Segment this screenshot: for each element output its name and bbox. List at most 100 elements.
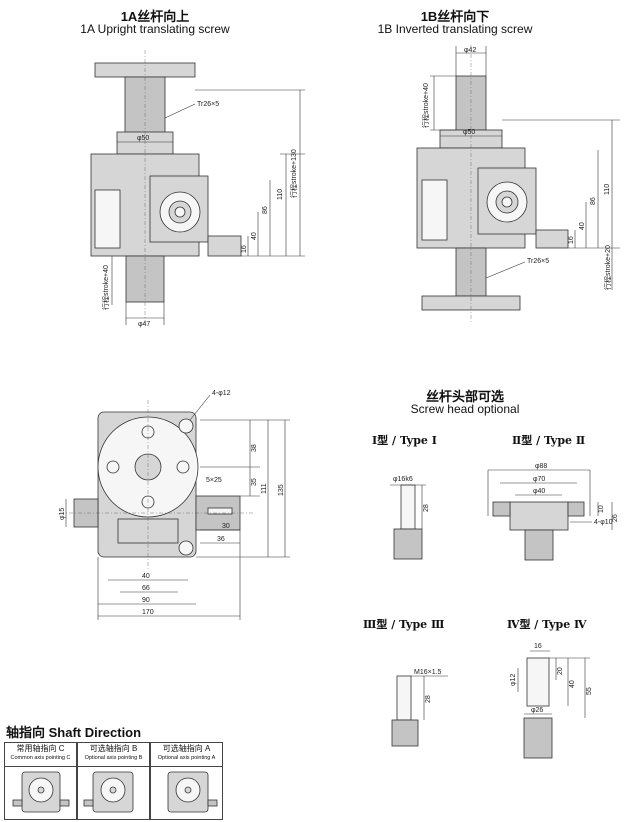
plan-shaft-left [73, 498, 99, 528]
dim-plan-key: 5×25 [206, 477, 222, 484]
type-3-thread [396, 675, 412, 721]
plan-keyway [207, 507, 233, 515]
type-2-hub [509, 501, 569, 531]
type-3-label: Ⅲ型 / Type Ⅲ [363, 618, 445, 631]
upright-worm-shaft [174, 206, 186, 218]
screw-head-title: 丝杆头部可选 [425, 389, 504, 404]
type-4-drawing: 16 φ12 20 40 55 φ26 [510, 643, 593, 759]
shaft-direction-b-icon [83, 771, 134, 813]
dim-plan-30: 30 [222, 523, 230, 530]
dim-inverted-thread: Tr26×5 [527, 258, 549, 265]
dim-inverted-stroke20: 行程stroke+20 [603, 245, 612, 290]
dim-type3-m16: M16×1.5 [414, 669, 442, 676]
dim-type4-d12: φ12 [510, 674, 517, 686]
shaft-direction-a-cn: 可选轴指向 A [162, 744, 211, 753]
dim-type4-55: 55 [586, 687, 593, 695]
dim-type4-d26: φ26 [531, 707, 543, 714]
plan-hole-left [106, 460, 120, 474]
shaft-direction-b-en: Optional axis pointing B [84, 755, 143, 761]
shaft-direction-c: 常用轴指向 C Common axis pointing C [4, 742, 77, 820]
inverted-worm-shaft [501, 196, 513, 208]
dim-inverted-stroke40: 行程stroke+40 [421, 83, 430, 128]
dim-type2-d88: φ88 [535, 463, 547, 470]
upright-housing-side [94, 189, 121, 249]
dim-type4-20: 20 [557, 667, 564, 675]
dim-plan-40: 40 [142, 573, 150, 580]
dim-upright-110: 110 [277, 189, 284, 200]
dim-type1-d16: φ16k6 [393, 476, 413, 483]
dim-inverted-40: 40 [579, 222, 586, 230]
shaft-direction-a: 可选轴指向 A Optional axis pointing A [150, 742, 223, 820]
dim-type2-holes: 4-φ10 [594, 519, 613, 526]
dim-plan-135: 135 [278, 484, 285, 496]
dim-type1-28: 28 [423, 504, 430, 512]
dim-type2-d70: φ70 [533, 476, 545, 483]
screw-head-subtitle: Screw head optional [410, 402, 520, 416]
inverted-housing-side [421, 179, 448, 241]
dim-type4-40: 40 [569, 680, 576, 688]
dim-plan-35: 35 [251, 478, 258, 486]
shaft-direction-c-cn: 常用轴指向 C [16, 744, 65, 753]
shaft-direction-b-cn: 可选轴指向 B [89, 744, 138, 753]
dim-plan-66: 66 [142, 585, 150, 592]
plan-hole-right [176, 460, 190, 474]
dim-upright-16: 16 [241, 245, 248, 253]
type-1-drawing: φ16k6 28 [390, 476, 430, 560]
dim-type2-26: 26 [612, 514, 619, 522]
type-3-drawing: M16×1.5 28 [391, 669, 448, 747]
upright-subtitle: 1A Upright translating screw [80, 22, 230, 36]
inverted-view: 行程stroke+40 φ42 φ50 110 86 40 16 Tr26×5 … [416, 45, 620, 322]
dim-upright-d50: φ50 [137, 135, 149, 142]
dim-upright-stroke130: 行程stroke+130 [289, 149, 298, 198]
type-3-screw [391, 719, 419, 747]
dim-plan-111: 111 [261, 483, 268, 494]
inverted-subtitle: 1B Inverted translating screw [377, 22, 533, 36]
shaft-direction-c-en: Common axis pointing C [10, 755, 71, 761]
shaft-direction-a-icon [167, 771, 218, 813]
upright-foot-right [207, 235, 242, 257]
type-4-head [526, 657, 550, 707]
inverted-foot-right [535, 229, 569, 249]
type-2-screw [524, 529, 554, 561]
dim-upright-40: 40 [251, 232, 258, 240]
dim-plan-90: 90 [142, 597, 150, 604]
shaft-direction-a-en: Optional axis pointing A [157, 755, 216, 761]
upright-view: Tr26×5 φ50 行程stroke+130 110 86 40 16 行程s… [90, 50, 305, 328]
dim-upright-thread: Tr26×5 [197, 101, 219, 108]
shaft-direction-b: 可选轴指向 B Optional axis pointing B [77, 742, 150, 820]
dim-inverted-86: 86 [590, 197, 597, 205]
dim-type4-16: 16 [534, 643, 542, 650]
shaft-direction-c-icon [12, 771, 70, 813]
type-1-pin [400, 484, 416, 530]
dim-plan-shaft: φ15 [59, 508, 66, 520]
dim-plan-36: 36 [217, 536, 225, 543]
type-4-label: Ⅳ型 / Type Ⅳ [507, 618, 587, 631]
shaft-direction-title: 轴指向 Shaft Direction [6, 725, 142, 740]
type-2-label: Ⅱ型 / Type Ⅱ [512, 434, 586, 447]
plan-mount-hole-tr [178, 418, 194, 434]
dim-plan-38: 38 [251, 444, 258, 452]
dim-inverted-16: 16 [568, 236, 575, 244]
dim-type2-d40: φ40 [533, 488, 545, 495]
type-1-label: Ⅰ型 / Type Ⅰ [372, 434, 437, 447]
dim-inverted-d50: φ50 [463, 129, 475, 136]
type-1-screw [393, 528, 423, 560]
upright-title: 1A丝杆向上 [120, 9, 190, 24]
plan-mount-hole-br [178, 540, 194, 556]
type-2-flange-right [567, 501, 585, 517]
plan-worm-body [117, 518, 179, 544]
dim-inverted-d42: φ42 [464, 47, 476, 54]
type-2-flange-left [492, 501, 511, 517]
type-4-screw [523, 717, 553, 759]
plan-view: 4-φ12 38 35 111 135 5×25 φ15 30 36 40 66… [59, 390, 290, 620]
dim-upright-d47: φ47 [138, 321, 150, 328]
type-2-drawing: φ88 φ70 φ40 10 26 4-φ10 [487, 463, 619, 561]
dim-type3-28: 28 [425, 695, 432, 703]
dim-upright-86: 86 [262, 206, 269, 214]
dim-type2-10: 10 [598, 505, 605, 513]
inverted-title: 1B丝杆向下 [420, 9, 490, 24]
dim-plan-holes: 4-φ12 [212, 390, 231, 397]
dim-upright-stroke40: 行程stroke+40 [101, 265, 110, 310]
dim-inverted-110: 110 [604, 184, 611, 195]
